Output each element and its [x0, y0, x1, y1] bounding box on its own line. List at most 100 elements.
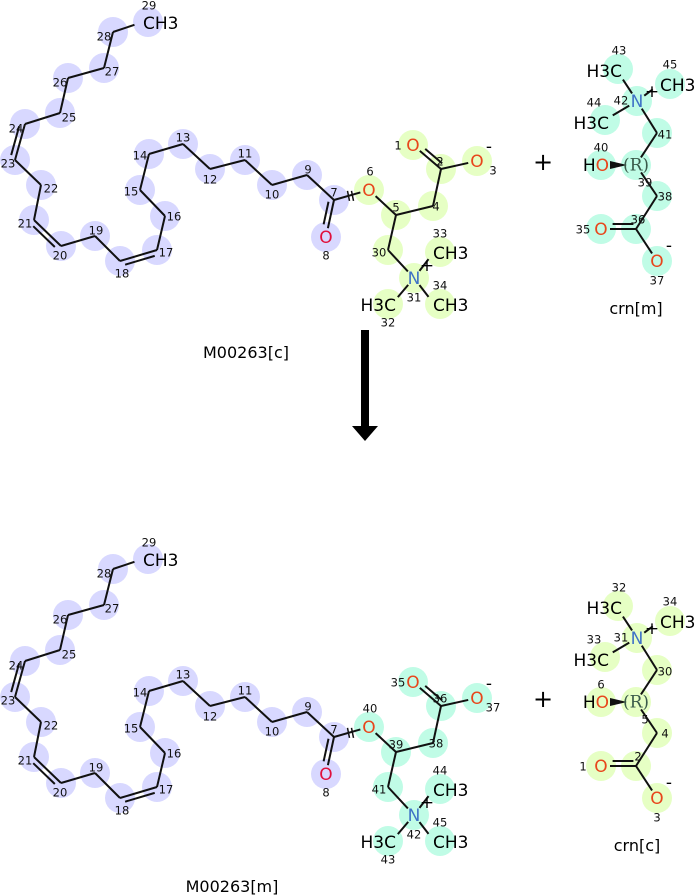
reactant-acyl-atom-number: 27: [105, 65, 120, 79]
product-acyl-atom-number: 45: [433, 816, 448, 830]
reactant-carnitine-atom-highlight: [655, 69, 685, 99]
reactant-carnitine-atom-highlight: [586, 214, 616, 244]
reactant-acyl-atom-highlight: [311, 222, 341, 252]
reactant-carnitine-atom-highlight: [603, 54, 633, 84]
product-acyl-atom-label: N: [408, 806, 421, 826]
reactant-carnitine-atom-number: 38: [658, 190, 673, 204]
product-carnitine-atom-number: 1: [579, 760, 586, 774]
reactant-carnitine-atom-number: 45: [663, 58, 678, 72]
product-acyl-atom-number: 36: [433, 692, 448, 706]
product-carnitine-bond: [640, 645, 658, 671]
product-acyl-atom-number: 37: [486, 701, 501, 715]
reactant-acyl-atom-label: CH3: [433, 296, 468, 316]
product-acyl-bond-tick: [350, 727, 355, 739]
product-carnitine-bond: [643, 625, 654, 634]
product-acyl-double-bond: [424, 685, 443, 702]
product-carnitine-atom-number: 33: [587, 633, 602, 647]
reactant-acyl-bond: [333, 191, 361, 201]
reactant-acyl-bond-tick: [350, 190, 355, 202]
reactant-acyl-bond: [112, 23, 135, 33]
reactant-acyl-bond: [33, 219, 62, 247]
product-acyl-bond: [333, 728, 361, 738]
reactant-carnitine-atom-label: (R): [623, 156, 649, 176]
reactant-carnitine-atom-label: HO: [583, 156, 609, 176]
reactant-acyl-atom-number: 17: [159, 246, 174, 260]
product-acyl-atom-number: 23: [1, 694, 16, 708]
reactant-acyl-atom-label: O: [406, 136, 419, 156]
reactant-acyl-atom-number: 12: [203, 173, 218, 187]
product-acyl-atom-number: 12: [203, 710, 218, 724]
product-acyl-bond: [67, 604, 105, 616]
reactant-carnitine-atom-highlight: [590, 105, 620, 135]
reactant-acyl-bond: [397, 284, 409, 298]
reactant-carnitine-atom-number: 36: [631, 213, 646, 227]
reactant-carnitine-bond: [622, 78, 633, 95]
product-carnitine-atom-highlight: [655, 606, 685, 636]
reactant-carnitine-name: crn[m]: [609, 299, 662, 318]
product-acyl-atom-number: 14: [133, 686, 148, 700]
product-acyl-atom-number: 29: [142, 536, 157, 550]
reactant-carnitine-atom-highlight: [622, 86, 652, 116]
reactant-acyl-bond: [148, 143, 184, 155]
reactant-acyl-double-bond: [424, 148, 443, 165]
product-acyl-atom-number: 28: [97, 567, 112, 581]
product-acyl-bond: [418, 821, 430, 835]
reactant-carnitine-atom-label: O: [650, 252, 663, 272]
reactant-acyl-atom-highlight: [373, 289, 403, 319]
product-acyl-atom-highlight: [425, 774, 455, 804]
product-carnitine-atom-highlight: [590, 642, 620, 672]
reactant-acyl-bond: [60, 235, 96, 247]
product-acyl-atom-number: 7: [330, 723, 337, 737]
reactant-acyl-atom-label: O: [362, 181, 375, 201]
reactant-acyl-atom-number: 15: [124, 185, 139, 199]
reactant-acyl-bond: [182, 143, 211, 170]
reactant-acyl-atom-label: O: [470, 152, 483, 172]
reactant-acyl-atom-number: 11: [238, 147, 253, 161]
product-acyl-atom-number: 24: [9, 659, 24, 673]
product-acyl-atom-number: 9: [304, 700, 311, 714]
reactant-carnitine-bond: [635, 195, 658, 230]
product-acyl-bond: [148, 680, 184, 692]
reactant-acyl-bond: [432, 168, 442, 207]
reactant-carnitine-charge: +: [645, 82, 659, 102]
product-acyl-atom-highlight: [425, 826, 455, 856]
product-carnitine-bond: [640, 708, 658, 734]
reaction-arrow: [352, 330, 378, 441]
product-acyl-bond: [440, 698, 469, 707]
reactant-carnitine-atom-number: 35: [576, 223, 591, 237]
reactant-carnitine-atom-label: H3C: [587, 62, 622, 82]
product-acyl-bond: [432, 705, 442, 744]
reactant-acyl-bond: [94, 235, 121, 262]
reactant-acyl-bond: [271, 174, 308, 186]
reactant-carnitine-bond: [612, 104, 630, 117]
product-carnitine-name: crn[c]: [614, 836, 661, 855]
reactant-acyl-atom-number: 23: [1, 157, 16, 171]
reactant-acyl-bond: [103, 31, 114, 69]
reactant-acyl-bond: [156, 215, 166, 251]
product-acyl-bond: [271, 711, 308, 723]
product-carnitine-atom-label: N: [631, 629, 644, 649]
reactant-acyl-atom-label: CH3: [433, 244, 468, 264]
product-carnitine-bond: [612, 641, 630, 654]
product-carnitine-atom-label: H3C: [574, 651, 609, 671]
product-acyl-atom-label: O: [470, 689, 483, 709]
reactant-acyl-atom-number: 3: [489, 164, 496, 178]
reactant-carnitine-atom-highlight: [621, 150, 651, 180]
product-acyl-atom-number: 27: [105, 602, 120, 616]
product-acyl-bond: [387, 751, 397, 788]
reactant-carnitine-wedge-bond: [610, 161, 627, 169]
reactant-acyl-atom-number: 22: [44, 182, 59, 196]
product-acyl-atom-number: 40: [363, 702, 378, 716]
reactant-acyl-double-bond: [32, 225, 56, 248]
product-carnitine-atom-label: HO: [583, 693, 609, 713]
reactant-carnitine-atom-number: 39: [638, 176, 653, 190]
product-acyl-bond: [387, 786, 409, 810]
product-acyl-atom-number: 15: [124, 722, 139, 736]
product-acyl-bond: [14, 660, 26, 698]
product-carnitine-charge: +: [645, 619, 659, 639]
reactant-acyl-bond-tick: [346, 190, 351, 202]
product-carnitine-atom-number: 34: [663, 595, 678, 609]
reactant-carnitine-atom-number: 43: [612, 44, 627, 58]
reactant-acyl-atom-number: 24: [9, 122, 24, 136]
product-carnitine-atom-label: (R): [623, 693, 649, 713]
